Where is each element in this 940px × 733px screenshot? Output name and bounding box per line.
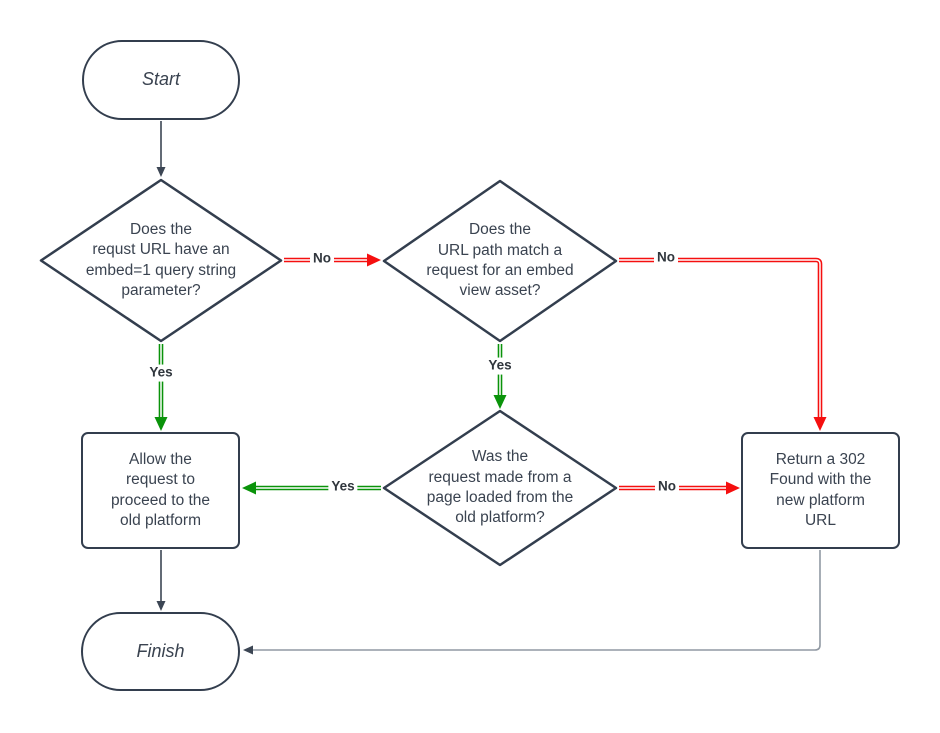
- node-finish: Finish: [81, 612, 240, 691]
- arrowhead-right-icon: [726, 481, 740, 495]
- node-start: Start: [82, 40, 240, 120]
- edge-label-no-decision2: No: [654, 249, 678, 267]
- arrowhead-left-icon: [242, 481, 256, 495]
- edge-label-yes-decision3: Yes: [328, 478, 358, 496]
- node-process-redirect-label: Return a 302 Found with the new platform…: [769, 450, 872, 529]
- diamond-shape: [382, 179, 618, 343]
- arrowhead-down-icon: [813, 417, 827, 431]
- node-process-allow-label: Allow the request to proceed to the old …: [110, 450, 211, 529]
- edge-label-no-decision3: No: [655, 478, 679, 496]
- node-decision-page-origin-label: Was the request made from a page loaded …: [426, 448, 574, 527]
- node-start-label: Start: [141, 69, 180, 90]
- arrowhead-down-icon: [493, 395, 507, 409]
- node-decision-page-origin: Was the request made from a page loaded …: [382, 409, 618, 567]
- node-decision-embed-param: Does the requst URL have an embed=1 quer…: [39, 178, 283, 343]
- node-decision-embed-param-label: Does the requst URL have an embed=1 quer…: [85, 220, 237, 299]
- arrowhead-down-icon: [156, 167, 166, 177]
- node-decision-url-path-label: Does the URL path match a request for an…: [426, 221, 574, 300]
- arrowhead-down-icon: [156, 601, 166, 611]
- arrowhead-left-icon: [243, 645, 253, 655]
- edge-label-yes-decision1: Yes: [146, 364, 176, 382]
- connector-core: [619, 259, 821, 419]
- node-process-redirect: Return a 302 Found with the new platform…: [741, 432, 900, 549]
- node-decision-url-path: Does the URL path match a request for an…: [382, 179, 618, 343]
- node-process-allow: Allow the request to proceed to the old …: [81, 432, 240, 549]
- connector-no-decision2-to-redirect: [619, 257, 823, 419]
- arrowhead-down-icon: [154, 417, 168, 431]
- diamond-shape: [39, 178, 283, 343]
- edge-label-yes-decision2: Yes: [485, 357, 515, 375]
- diamond-shape: [382, 409, 618, 567]
- edge-label-no-decision1: No: [310, 250, 334, 268]
- arrowhead-right-icon: [367, 253, 381, 267]
- node-finish-label: Finish: [136, 640, 185, 661]
